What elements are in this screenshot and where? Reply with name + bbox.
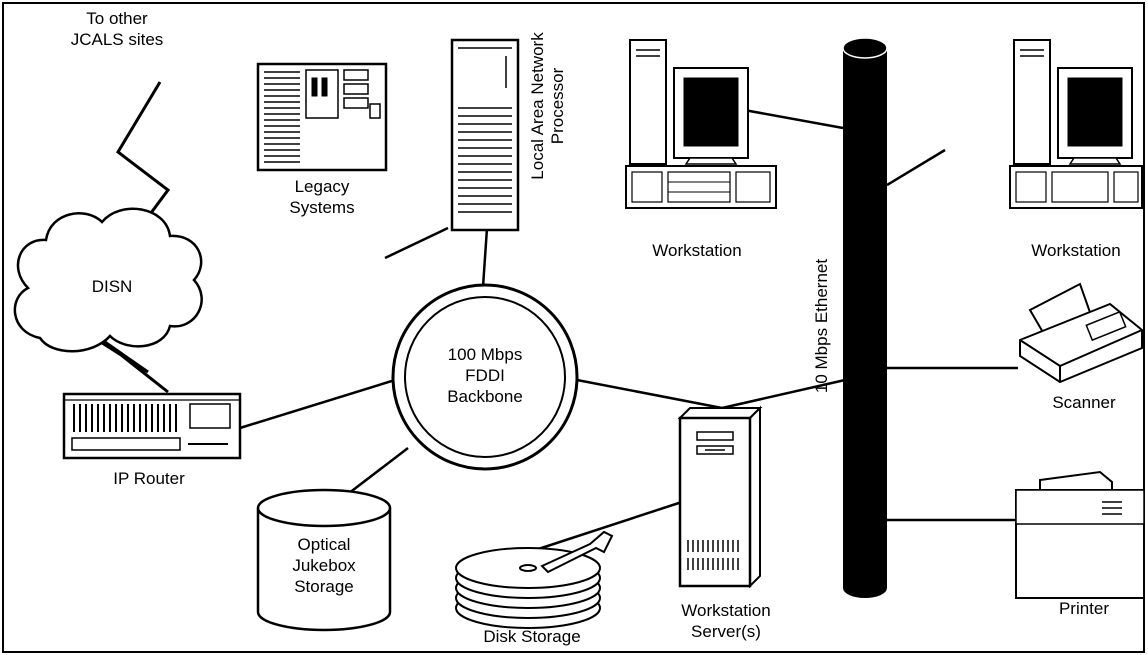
workstation-left-label: Workstation	[652, 241, 742, 260]
server-line-1: Workstation	[681, 601, 771, 620]
ip-router-label: IP Router	[113, 469, 185, 488]
fddi-ring-inner	[404, 296, 566, 458]
other-sites-label: To other JCALS sites	[62, 8, 172, 50]
backbone-line-2: FDDI	[465, 366, 505, 385]
server-line-2: Server(s)	[691, 622, 761, 641]
printer-label: Printer	[1058, 599, 1110, 618]
ethernet-label: 10 Mbps Ethernet	[812, 258, 831, 394]
optical-line-1: Optical	[297, 535, 351, 554]
server-tower-icon	[677, 405, 763, 589]
lan-processor-icon	[450, 38, 520, 232]
legacy-systems-icon	[256, 62, 388, 172]
disk-storage-icon	[455, 530, 614, 629]
lan-processor-line-2: Processor	[548, 67, 567, 145]
disn-label: DISN	[91, 277, 133, 296]
other-sites-line-1: To other	[86, 9, 148, 28]
disn-cloud-icon	[13, 207, 203, 353]
workstation-right-icon	[1009, 39, 1143, 209]
workstation-left-icon	[625, 39, 777, 209]
scanner-icon	[1019, 282, 1143, 384]
other-sites-line-2: JCALS sites	[70, 30, 164, 49]
backbone-line-3: Backbone	[447, 387, 523, 406]
workstation-right-label: Workstation	[1031, 241, 1121, 260]
scanner-label: Scanner	[1052, 393, 1116, 412]
ip-router-icon	[62, 392, 242, 460]
lightning-bolt-icon	[87, 332, 169, 394]
legacy-line-2: Systems	[289, 198, 355, 217]
optical-jukebox-label: Optical Jukebox Storage	[269, 534, 379, 597]
workstation-server-label: Workstation Server(s)	[656, 600, 796, 642]
optical-line-2: Jukebox	[292, 556, 356, 575]
optical-line-3: Storage	[294, 577, 354, 596]
backbone-line-1: 100 Mbps	[447, 345, 523, 364]
optical-jukebox-icon	[256, 488, 392, 632]
disk-storage-label: Disk Storage	[483, 627, 581, 646]
ethernet-cable	[842, 37, 888, 598]
lan-processor-line-1: Local Area Network	[528, 32, 547, 180]
fddi-backbone-label: 100 Mbps FDDI Backbone	[425, 344, 545, 407]
printer-icon	[1015, 470, 1145, 599]
legacy-systems-label: Legacy Systems	[262, 176, 382, 218]
legacy-line-1: Legacy	[294, 177, 350, 196]
lan-processor-label: Local Area Network Processor	[528, 16, 568, 196]
